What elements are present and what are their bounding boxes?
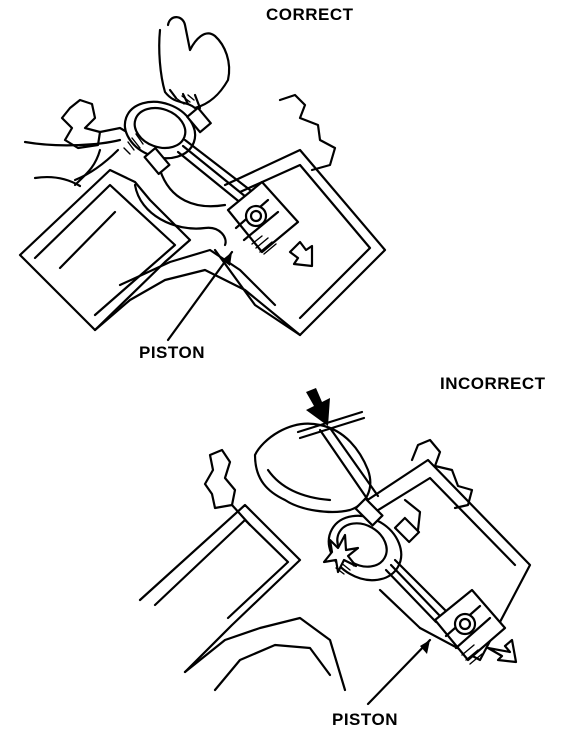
direction-arrow-icon [288, 240, 314, 268]
incorrect-piston [433, 588, 507, 665]
hand-icon [23, 16, 231, 188]
incorrect-label: INCORRECT [440, 374, 546, 393]
impact-star-icon [322, 533, 360, 574]
correct-connecting-rod [123, 94, 252, 206]
piston-label-bottom: PISTON [332, 710, 398, 729]
correct-engine-block [18, 93, 387, 337]
piston-pointer-bottom [366, 638, 432, 706]
hammer-icon [296, 388, 380, 502]
correct-label: CORRECT [266, 5, 354, 24]
direction-arrow-icon [486, 638, 518, 664]
piston-label-top: PISTON [139, 343, 205, 362]
incorrect-crank-counterweight [253, 422, 372, 514]
piston-pointer-top [166, 250, 234, 342]
incorrect-connecting-rod [327, 497, 447, 624]
correct-piston [226, 180, 300, 255]
